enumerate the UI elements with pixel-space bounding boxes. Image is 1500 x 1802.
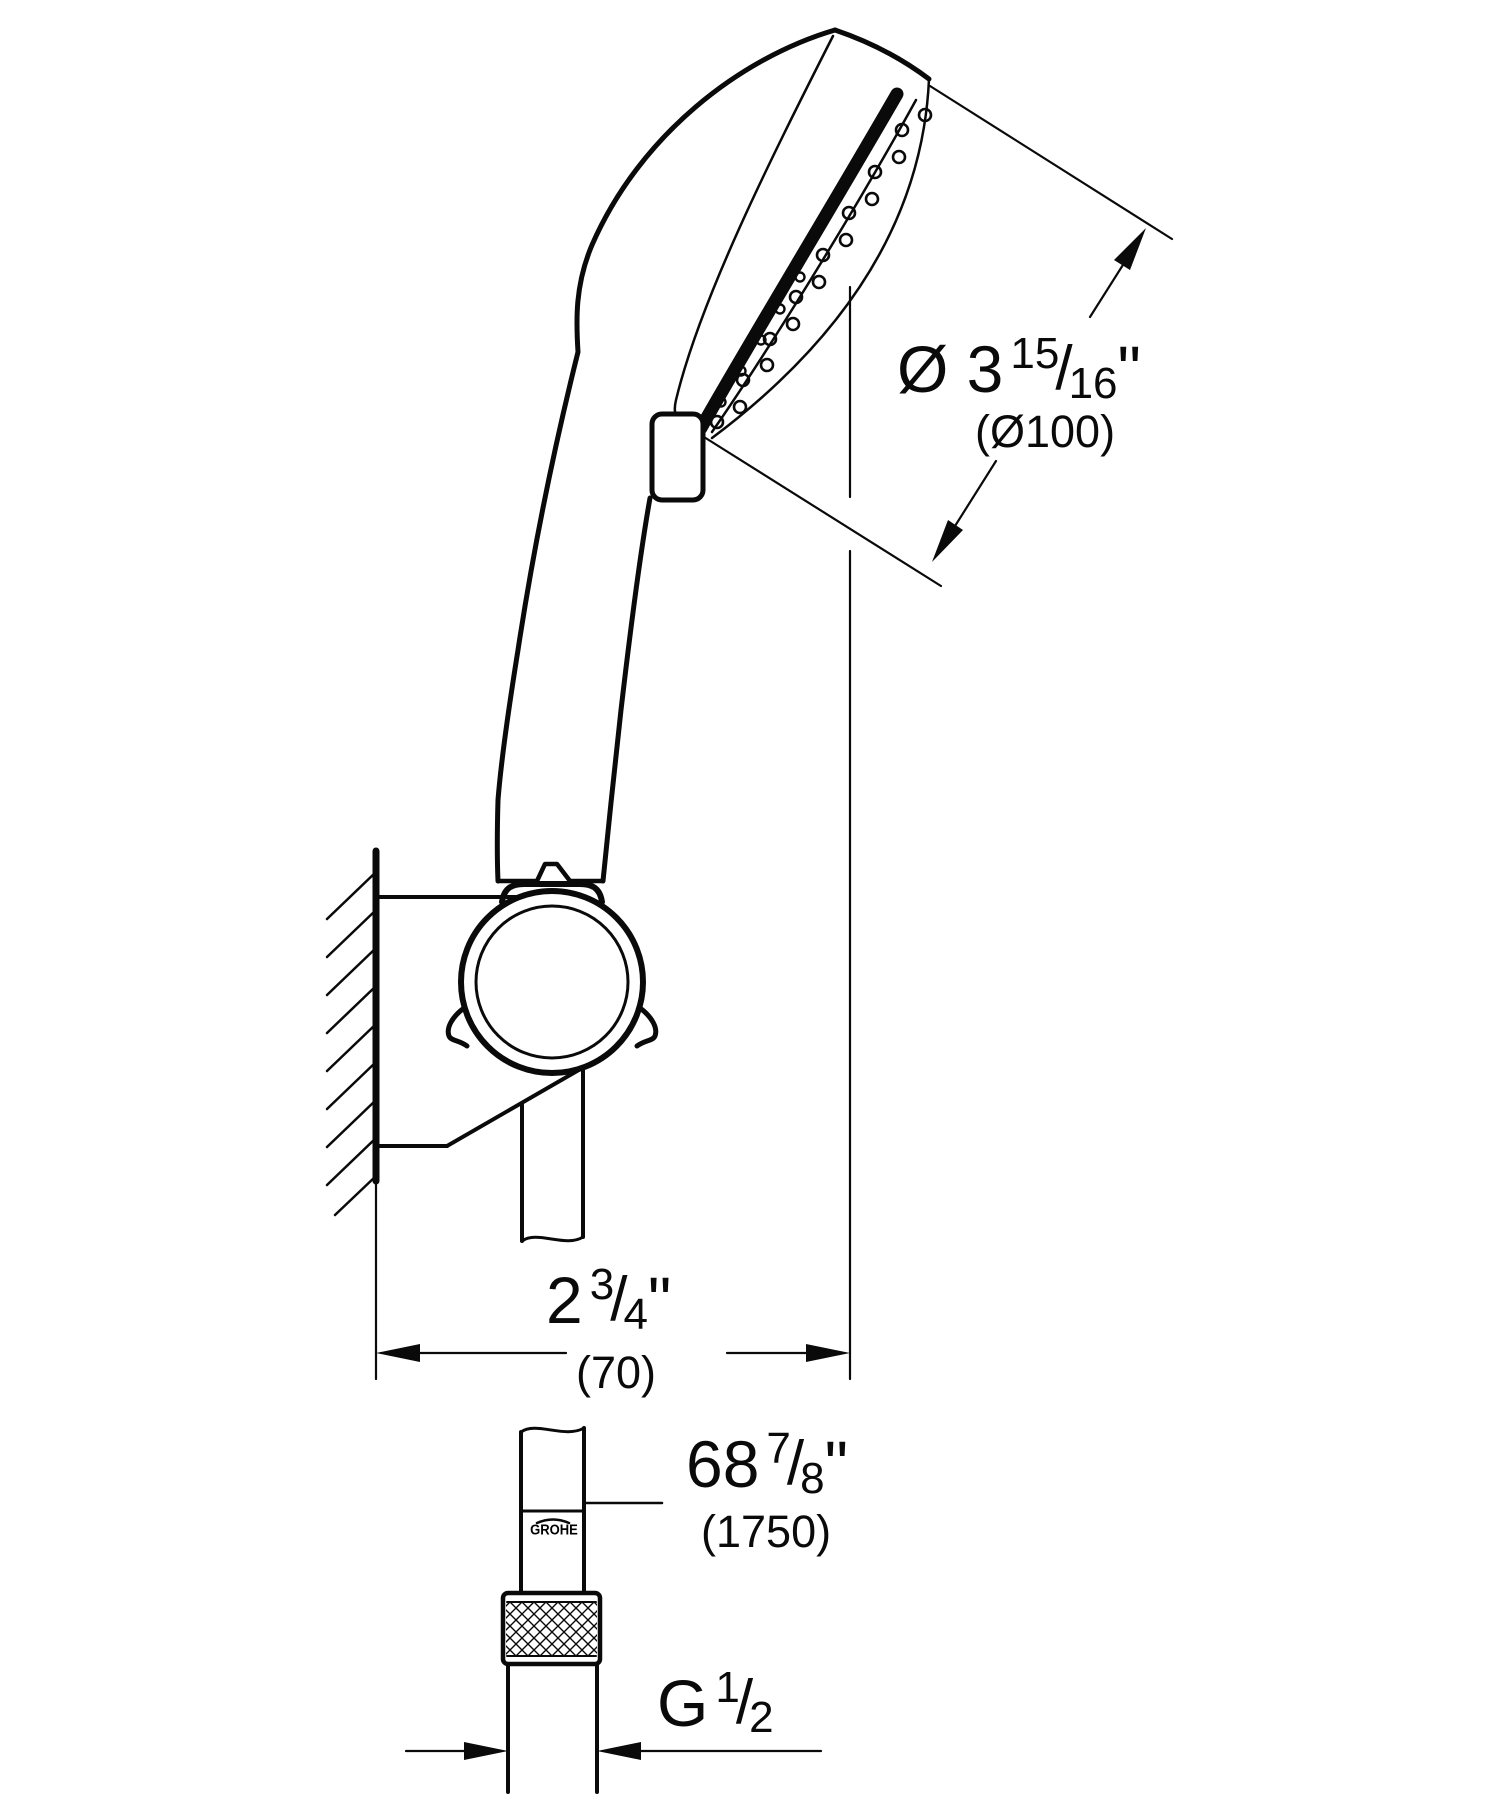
holder-knob-outer xyxy=(458,888,646,1076)
brand-logo: GROHE xyxy=(530,1520,578,1539)
handle-bottom-edge xyxy=(495,861,606,884)
head-back-shell xyxy=(494,27,838,884)
thread-size-numerator: 1 xyxy=(715,1663,740,1712)
dia-arrow-lower xyxy=(932,520,963,562)
holder-cradle xyxy=(499,881,605,905)
head-diameter-numerator: 15 xyxy=(1010,329,1060,378)
knurl-fill xyxy=(506,1602,597,1656)
hose-length-numerator: 7 xyxy=(766,1424,791,1473)
ext-line-head-bottom xyxy=(702,435,943,588)
holder-offset-main: 2 xyxy=(546,1263,583,1337)
dia-arrow-upper xyxy=(1114,228,1146,270)
head-diameter-main: Ø 3 xyxy=(897,332,1004,406)
holder-tab-right xyxy=(634,1005,659,1049)
grohe-logo-arc xyxy=(535,1518,571,1525)
shower-head xyxy=(494,27,933,884)
bracket-base-diagonal xyxy=(445,1065,586,1148)
hose-break-line-lower xyxy=(519,1426,586,1434)
face-plate-band xyxy=(694,87,904,435)
head-diameter-unit: " xyxy=(1117,332,1141,406)
head-top-edge xyxy=(832,27,932,82)
head-diameter-slash: / xyxy=(1055,334,1073,403)
hose-break-line-upper xyxy=(520,1235,585,1243)
head-diameter-denominator: 16 xyxy=(1068,359,1118,408)
holder-offset-numerator: 3 xyxy=(589,1260,615,1309)
hose-length-slash: / xyxy=(786,1429,805,1498)
holder-tab-left xyxy=(445,1005,470,1049)
holder-offset-slash: / xyxy=(610,1265,628,1334)
face-inner-line xyxy=(710,98,918,434)
face-outer-edge xyxy=(710,77,931,440)
dimension-lines xyxy=(374,84,1174,1760)
wall-hatching xyxy=(325,870,378,1217)
hose-length-unit: " xyxy=(824,1427,849,1501)
thread-arrow-left xyxy=(464,1742,508,1760)
knurled-nut xyxy=(500,1590,603,1667)
hose-length-denominator: 8 xyxy=(800,1454,825,1503)
holder-offset-unit: " xyxy=(647,1263,672,1337)
hose-length-metric: (1750) xyxy=(701,1506,832,1557)
holder-knob-inner xyxy=(474,904,630,1060)
nozzle-array xyxy=(709,107,933,430)
holder-offset-metric: (70) xyxy=(576,1347,657,1398)
wall-holder xyxy=(445,881,659,1076)
thread-size-denominator: 2 xyxy=(749,1693,774,1742)
hose-length-main: 68 xyxy=(686,1427,760,1501)
handle-right-edge xyxy=(600,495,653,884)
wall-and-bracket xyxy=(325,847,586,1217)
diverter-tab xyxy=(649,411,706,503)
thread-size-slash: / xyxy=(735,1668,754,1737)
ext-line-head-top xyxy=(928,84,1174,241)
head-diameter-metric: (Ø100) xyxy=(975,406,1116,457)
holder-offset-denominator: 4 xyxy=(623,1290,648,1339)
hose-lower-segment xyxy=(500,1426,603,1794)
thread-arrow-right xyxy=(597,1742,641,1760)
nozzle-array-inner xyxy=(715,271,806,408)
hose-upper-segment xyxy=(520,1068,585,1243)
thread-size-main: G xyxy=(657,1666,709,1740)
width-arrow-left xyxy=(376,1344,420,1362)
width-arrow-right xyxy=(806,1344,850,1362)
